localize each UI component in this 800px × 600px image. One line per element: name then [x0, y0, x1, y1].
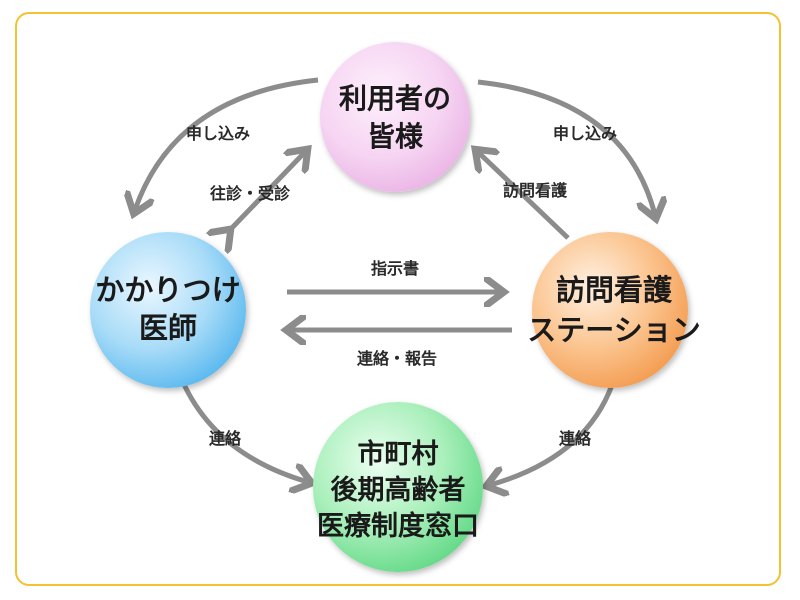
arrow-doctor-user-mutual: [228, 152, 305, 232]
node-station-line-1: 訪問看護: [556, 273, 673, 307]
node-office-line-3: 医療制度窓口: [317, 510, 479, 542]
node-station: 訪問看護 ステーション: [527, 232, 701, 388]
node-user-line-1: 利用者の: [339, 82, 451, 115]
edge-label-doctor-to-station: 指示書: [371, 259, 419, 278]
node-doctor: かかりつけ 医師: [90, 232, 246, 388]
edge-label-doctor-to-office: 連絡: [209, 429, 242, 448]
node-user: 利用者の 皆様: [320, 42, 470, 192]
edge-label-station-to-doctor: 連絡・報告: [357, 349, 437, 368]
node-office: 市町村 後期高齢者 医療制度窓口: [313, 402, 483, 572]
edge-label-station-to-user: 訪問看護: [503, 181, 568, 200]
edge-label-doctor-user-mutual: 往診・受診: [210, 184, 291, 203]
edge-label-user-to-station: 申し込み: [553, 124, 617, 143]
arrow-user-to-station: [477, 79, 655, 215]
node-office-line-1: 市町村: [358, 438, 439, 470]
node-doctor-line-1: かかりつけ: [95, 273, 240, 307]
edge-label-station-to-office: 連絡: [559, 429, 592, 448]
arrow-station-to-office: [490, 384, 615, 485]
arrow-doctor-to-office: [179, 378, 308, 482]
arrow-station-to-user: [478, 152, 570, 240]
node-station-line-2: ステーション: [527, 313, 700, 347]
arrow-user-to-doctor: [135, 77, 319, 210]
edge-label-user-to-doctor: 申し込み: [186, 124, 250, 143]
node-office-line-2: 後期高齢者: [331, 474, 466, 506]
node-user-line-2: 皆様: [367, 120, 424, 153]
node-doctor-line-2: 医師: [139, 311, 197, 345]
